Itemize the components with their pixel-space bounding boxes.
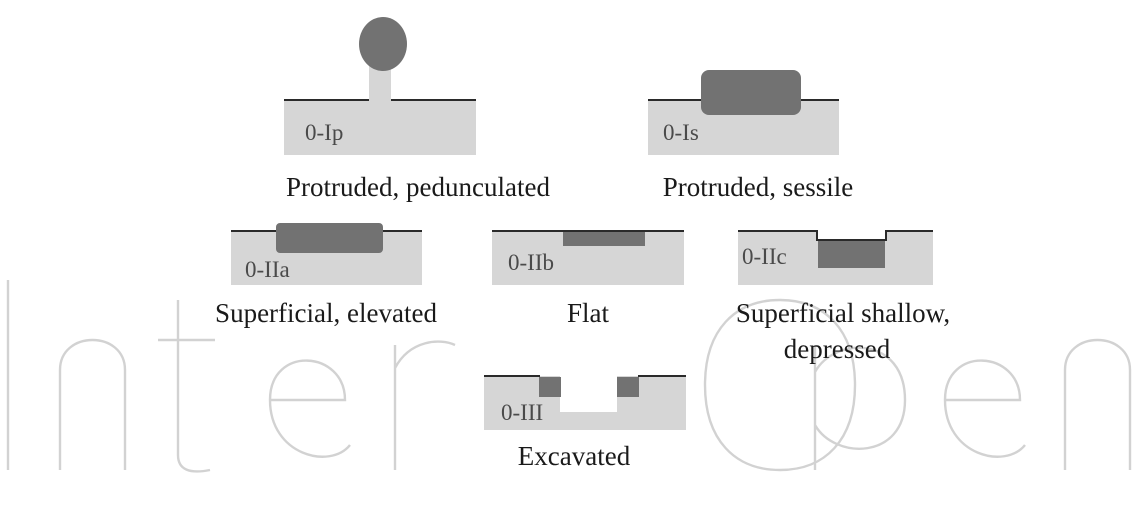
classification-code: 0-Is bbox=[663, 120, 699, 145]
lesion bbox=[701, 70, 801, 115]
mucosa-tissue bbox=[284, 100, 476, 155]
figure-0-Is: 0-Is bbox=[648, 70, 839, 155]
lesion bbox=[276, 223, 383, 253]
classification-code: 0-IIc bbox=[742, 244, 787, 269]
figure-caption: depressed bbox=[784, 334, 891, 364]
figure-0-IIa: 0-IIa bbox=[231, 223, 422, 285]
figure-caption: Superficial, elevated bbox=[215, 298, 437, 328]
lesion-right-edge bbox=[617, 377, 639, 397]
lesion-stalk bbox=[369, 66, 391, 102]
classification-code: 0-III bbox=[501, 400, 543, 425]
figure-0-IIc: 0-IIc bbox=[738, 230, 933, 285]
figure-caption: Protruded, sessile bbox=[663, 172, 853, 202]
figure-caption: Superficial shallow, bbox=[736, 298, 950, 328]
figure-0-IIb: 0-IIb bbox=[492, 230, 684, 285]
figure-0-Ip: 0-Ip bbox=[284, 17, 476, 155]
watermark-logo bbox=[6, 280, 1132, 473]
figure-caption: Excavated bbox=[518, 441, 631, 471]
lesion bbox=[818, 241, 885, 268]
classification-code: 0-Ip bbox=[305, 120, 343, 145]
classification-code: 0-IIb bbox=[508, 250, 554, 275]
lesion-head bbox=[359, 17, 407, 71]
surface-line bbox=[738, 230, 933, 241]
figure-caption: Flat bbox=[567, 298, 610, 328]
figure-caption: Protruded, pedunculated bbox=[286, 172, 550, 202]
figure-0-III: 0-III bbox=[484, 375, 686, 430]
classification-code: 0-IIa bbox=[245, 257, 290, 282]
lesion bbox=[563, 232, 645, 246]
lesion-left-edge bbox=[539, 377, 561, 397]
